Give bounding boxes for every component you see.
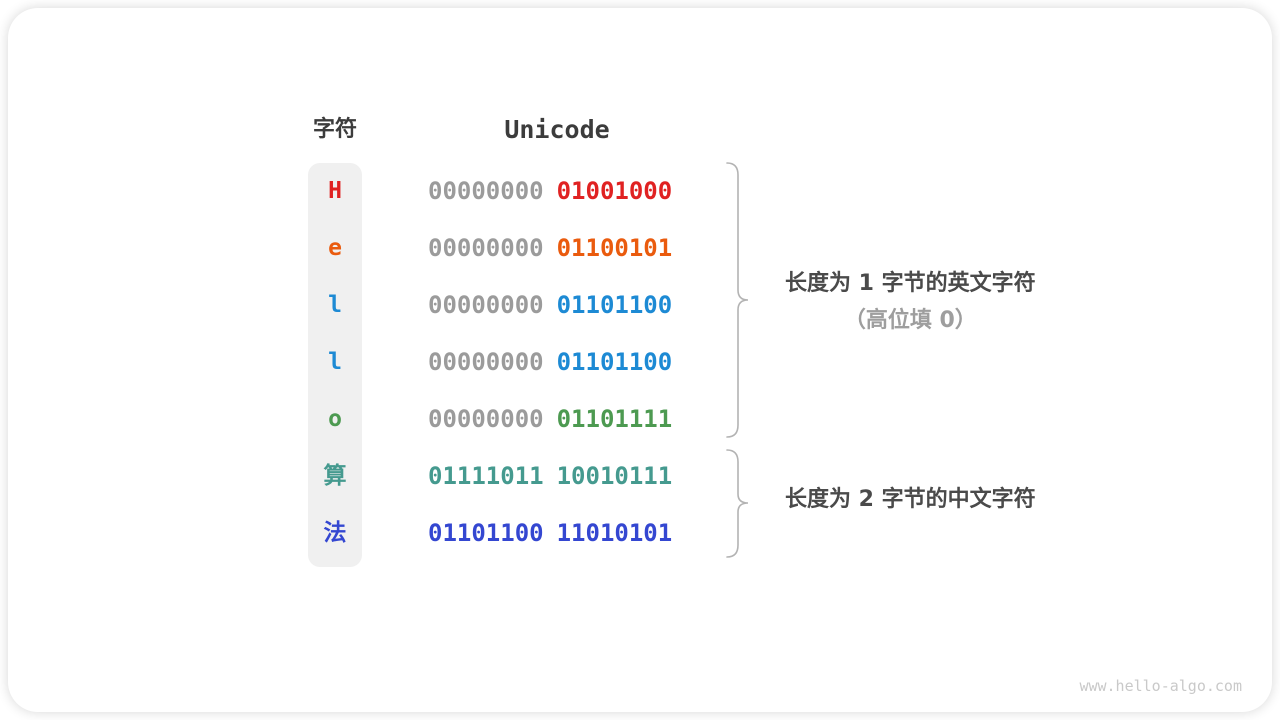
binary-cell: 00000000 01100101 <box>428 233 672 263</box>
byte-high: 00000000 <box>428 405 544 433</box>
char-cell: l <box>328 292 342 318</box>
binary-cell: 00000000 01101100 <box>428 290 672 320</box>
char-column-header: 字符 <box>312 117 357 142</box>
byte-low: 01100101 <box>556 234 673 262</box>
byte-high: 00000000 <box>428 234 544 262</box>
annotation-line: 长度为 1 字节的英文字符 <box>785 271 1036 296</box>
char-cell: o <box>328 406 342 432</box>
annotation-subline: （高位填 0） <box>843 308 977 333</box>
byte-low: 01101100 <box>556 291 673 319</box>
braces-overlay <box>726 162 749 558</box>
brace-one-byte-group <box>726 162 749 438</box>
char-cell: l <box>328 349 342 375</box>
byte-low: 10010111 <box>556 462 673 490</box>
annotation-english-chars: 长度为 1 字节的英文字符 （高位填 0） <box>785 265 1036 339</box>
char-cell: e <box>328 235 342 261</box>
watermark: www.hello-algo.com <box>1079 677 1242 695</box>
binary-cell: 01111011 10010111 <box>428 461 672 491</box>
byte-high: 00000000 <box>428 291 544 319</box>
byte-low: 01101111 <box>556 405 673 433</box>
byte-high: 00000000 <box>428 348 544 376</box>
byte-low: 11010101 <box>556 519 673 547</box>
brace-two-byte-group <box>726 449 749 558</box>
annotation-chinese-chars: 长度为 2 字节的中文字符 <box>785 483 1036 517</box>
char-cell: 算 <box>323 463 347 489</box>
diagram-card <box>8 8 1272 712</box>
annotation-line: 长度为 2 字节的中文字符 <box>785 487 1036 512</box>
binary-cell: 01101100 11010101 <box>428 518 672 548</box>
char-cell: 法 <box>323 520 347 546</box>
char-cell: H <box>328 178 342 204</box>
binary-cell: 00000000 01101111 <box>428 404 672 434</box>
byte-low: 01001000 <box>556 177 673 205</box>
binary-cell: 00000000 01001000 <box>428 176 672 206</box>
byte-high: 01111011 <box>428 462 544 490</box>
binary-cell: 00000000 01101100 <box>428 347 672 377</box>
unicode-column-header: Unicode <box>504 115 610 144</box>
byte-low: 01101100 <box>556 348 673 376</box>
char-column-background <box>308 163 362 567</box>
byte-high: 01101100 <box>428 519 544 547</box>
byte-high: 00000000 <box>428 177 544 205</box>
